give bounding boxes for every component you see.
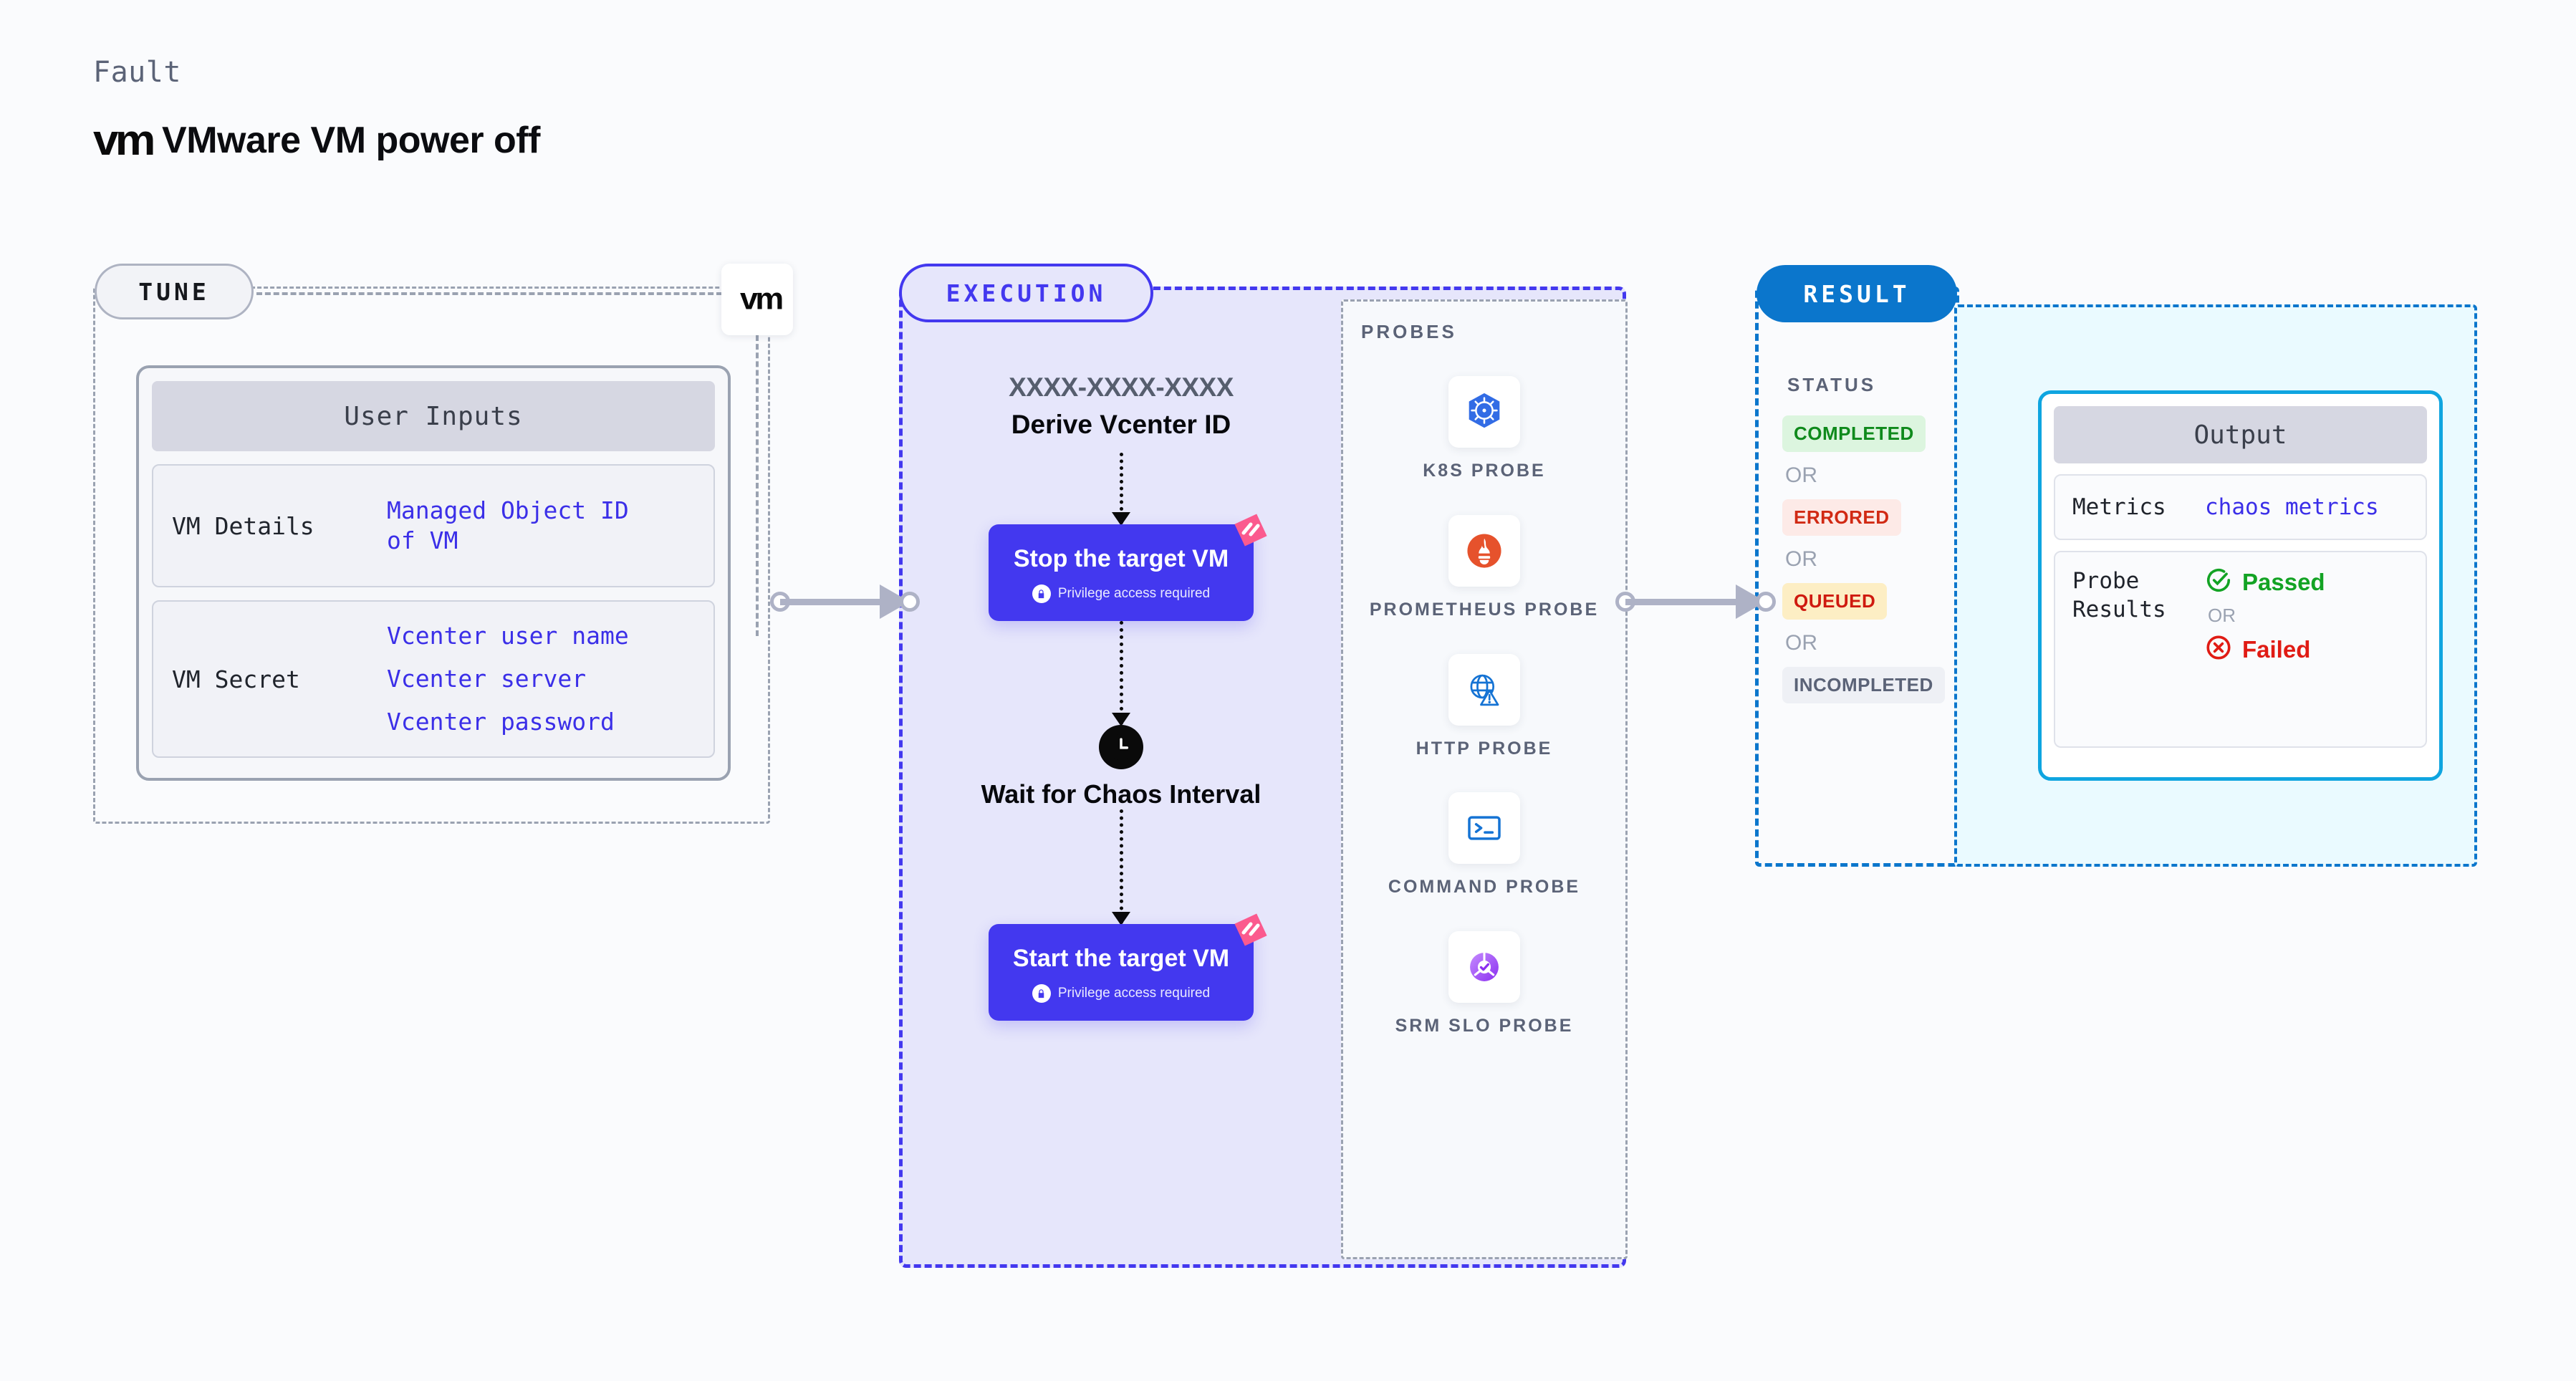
vmware-badge: vm — [721, 264, 793, 335]
probe-result-failed: Failed — [2205, 634, 2325, 665]
step-stop-title: Stop the target VM — [1013, 545, 1229, 572]
status-badge-incompleted: INCOMPLETED — [1782, 667, 1945, 703]
output-key-metrics: Metrics — [2072, 494, 2166, 520]
check-circle-icon — [2205, 567, 2232, 597]
wait-for-chaos-interval-label: Wait for Chaos Interval — [981, 779, 1261, 809]
input-key-vm-details: VM Details — [172, 511, 314, 540]
input-value: Vcenter server — [387, 664, 587, 693]
probe-results-values: Passed OR Failed — [2205, 567, 2325, 665]
probe-item-prometheus[interactable]: PROMETHEUS PROBE — [1369, 514, 1600, 622]
harness-logo-icon — [1229, 908, 1271, 950]
flow-arrow-tune-to-execution — [770, 580, 920, 623]
vmware-logo-icon: vm — [93, 116, 155, 165]
probe-item-command[interactable]: COMMAND PROBE — [1388, 792, 1580, 900]
clock-icon — [1099, 725, 1143, 769]
output-key-probe-results: Probe Results — [2072, 568, 2166, 623]
input-row-vm-secret: VM Secret Vcenter user name Vcenter serv… — [152, 600, 715, 758]
flow-connector-dotted — [1112, 809, 1130, 926]
tune-connector-line — [256, 292, 722, 295]
status-or-label: OR — [1785, 547, 1817, 571]
probes-list: K8S PROBE PROMETHEUS PROBE — [1341, 376, 1628, 1039]
vm-badge-stem-line — [756, 335, 759, 636]
flow-connector-dotted — [1112, 453, 1130, 526]
probe-item-srm-slo[interactable]: SRM SLO PROBE — [1395, 931, 1574, 1039]
probe-label: PROMETHEUS PROBE — [1369, 599, 1600, 620]
input-value: Vcenter user name — [387, 621, 629, 650]
http-globe-icon — [1448, 653, 1520, 726]
output-row-metrics: Metrics chaos metrics — [2054, 474, 2427, 540]
status-badge-queued: QUEUED — [1782, 583, 1888, 620]
fault-eyebrow: Fault — [93, 56, 181, 89]
probe-result-or-label: OR — [2208, 605, 2236, 626]
output-card: Output Metrics chaos metrics Probe Resul… — [2038, 390, 2443, 781]
probe-item-http[interactable]: HTTP PROBE — [1416, 653, 1553, 761]
tab-tune[interactable]: TUNE — [95, 264, 254, 319]
flow-arrow-execution-to-result — [1615, 580, 1776, 623]
probe-label: COMMAND PROBE — [1388, 877, 1581, 898]
user-inputs-header: User Inputs — [152, 381, 715, 451]
output-header: Output — [2054, 406, 2427, 463]
probe-result-failed-label: Failed — [2242, 635, 2311, 663]
input-values-vm-secret: Vcenter user name Vcenter server Vcenter… — [387, 621, 629, 738]
probe-label: K8S PROBE — [1423, 461, 1546, 481]
page-title: vm VMware VM power off — [93, 116, 540, 165]
status-or-label: OR — [1785, 463, 1817, 487]
vmware-badge-logo-icon: vm — [739, 282, 784, 316]
user-inputs-card: User Inputs VM Details Managed Object ID… — [136, 365, 731, 781]
probes-title: PROBES — [1361, 321, 1457, 342]
step-stop-privilege-note: Privilege access required — [1032, 584, 1210, 603]
input-row-vm-details: VM Details Managed Object ID of VM — [152, 464, 715, 587]
step-stop-privilege-text: Privilege access required — [1057, 586, 1211, 601]
lock-icon — [1032, 984, 1051, 1004]
execution-flow: XXXX-XXXX-XXXX Derive Vcenter ID Stop th… — [899, 287, 1343, 1268]
status-badge-errored: ERRORED — [1782, 499, 1901, 536]
step-start-privilege-note: Privilege access required — [1032, 984, 1211, 1004]
input-key-vm-secret: VM Secret — [172, 665, 300, 693]
status-title: STATUS — [1787, 374, 1877, 395]
x-circle-icon — [2205, 634, 2232, 665]
derive-vcenter-id-label: Derive Vcenter ID — [1011, 410, 1231, 439]
probe-label: SRM SLO PROBE — [1395, 1016, 1574, 1036]
probe-result-passed: Passed — [2205, 567, 2325, 597]
tab-result[interactable]: RESULT — [1756, 265, 1957, 322]
harness-logo-icon — [1229, 509, 1271, 550]
srm-slo-icon — [1448, 931, 1520, 1003]
input-values-vm-details: Managed Object ID of VM — [387, 496, 629, 556]
status-or-label: OR — [1785, 631, 1817, 655]
page-title-text: VMware VM power off — [162, 120, 540, 161]
flow-connector-dotted — [1112, 621, 1130, 726]
status-badge-completed: COMPLETED — [1782, 415, 1926, 452]
terminal-icon — [1448, 792, 1520, 865]
derive-vcenter-id-value: XXXX-XXXX-XXXX — [1009, 372, 1234, 402]
prometheus-icon — [1448, 514, 1520, 587]
step-start-target-vm[interactable]: Start the target VM Privilege access req… — [989, 913, 1267, 1021]
tab-execution[interactable]: EXECUTION — [899, 264, 1153, 322]
output-value-metrics[interactable]: chaos metrics — [2205, 494, 2379, 520]
probe-item-k8s[interactable]: K8S PROBE — [1423, 376, 1545, 483]
step-start-privilege-text: Privilege access required — [1057, 986, 1211, 1001]
input-value: Vcenter password — [387, 708, 615, 736]
probe-label: HTTP PROBE — [1416, 738, 1553, 759]
probe-result-passed-label: Passed — [2242, 568, 2325, 595]
lock-icon — [1032, 584, 1051, 603]
output-row-probe-results: Probe Results Passed OR — [2054, 551, 2427, 748]
kubernetes-icon — [1448, 376, 1520, 448]
probes-panel — [1341, 299, 1628, 1259]
step-stop-target-vm[interactable]: Stop the target VM Privilege access requ… — [989, 514, 1267, 621]
step-start-title: Start the target VM — [1012, 945, 1230, 973]
tune-panel — [93, 287, 770, 824]
input-value: Managed Object ID of VM — [387, 496, 629, 554]
status-list: COMPLETED OR ERRORED OR QUEUED OR INCOMP… — [1782, 415, 1945, 703]
